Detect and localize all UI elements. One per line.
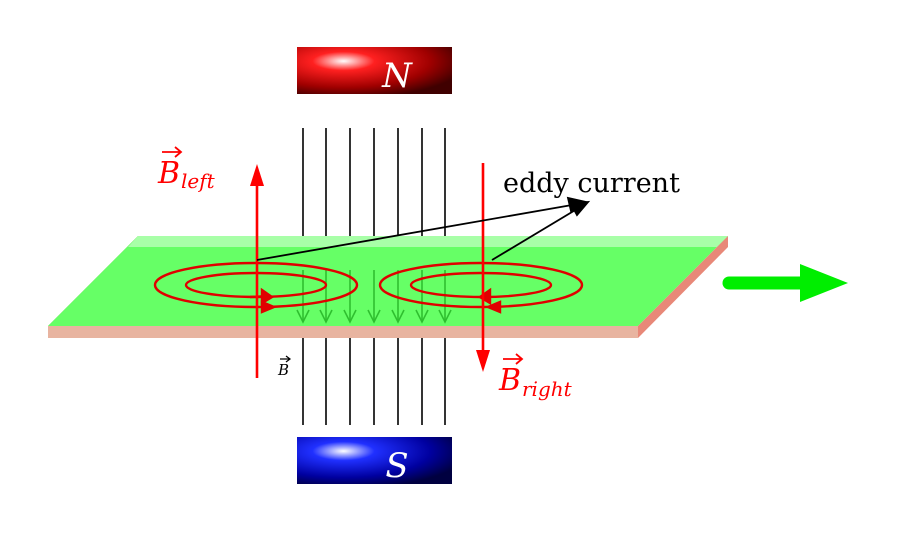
b-right-label: B right [498, 353, 573, 401]
b-field-label: B [277, 355, 291, 379]
conducting-plate [48, 236, 728, 338]
b-field-base: B [277, 361, 289, 379]
north-label: N [381, 56, 413, 96]
magnetic-field-lines-lower [302, 338, 446, 425]
field-arrow-overlays [255, 236, 485, 338]
magnetic-field-lines-upper [302, 128, 446, 270]
b-right-subscript: right [522, 377, 573, 401]
b-left-label: B left [157, 146, 216, 193]
eddy-current-loops-right [378, 261, 584, 314]
b-left-subscript: left [181, 169, 216, 193]
north-magnet: N [297, 47, 452, 96]
b-left-base: B [157, 156, 180, 191]
b-right-base: B [498, 363, 521, 398]
south-label: S [385, 446, 408, 486]
right-arrow-icon [722, 264, 848, 302]
eddy-current-label: eddy current [503, 168, 680, 199]
south-magnet: S [297, 437, 452, 486]
eddy-current-pointers [256, 196, 591, 261]
